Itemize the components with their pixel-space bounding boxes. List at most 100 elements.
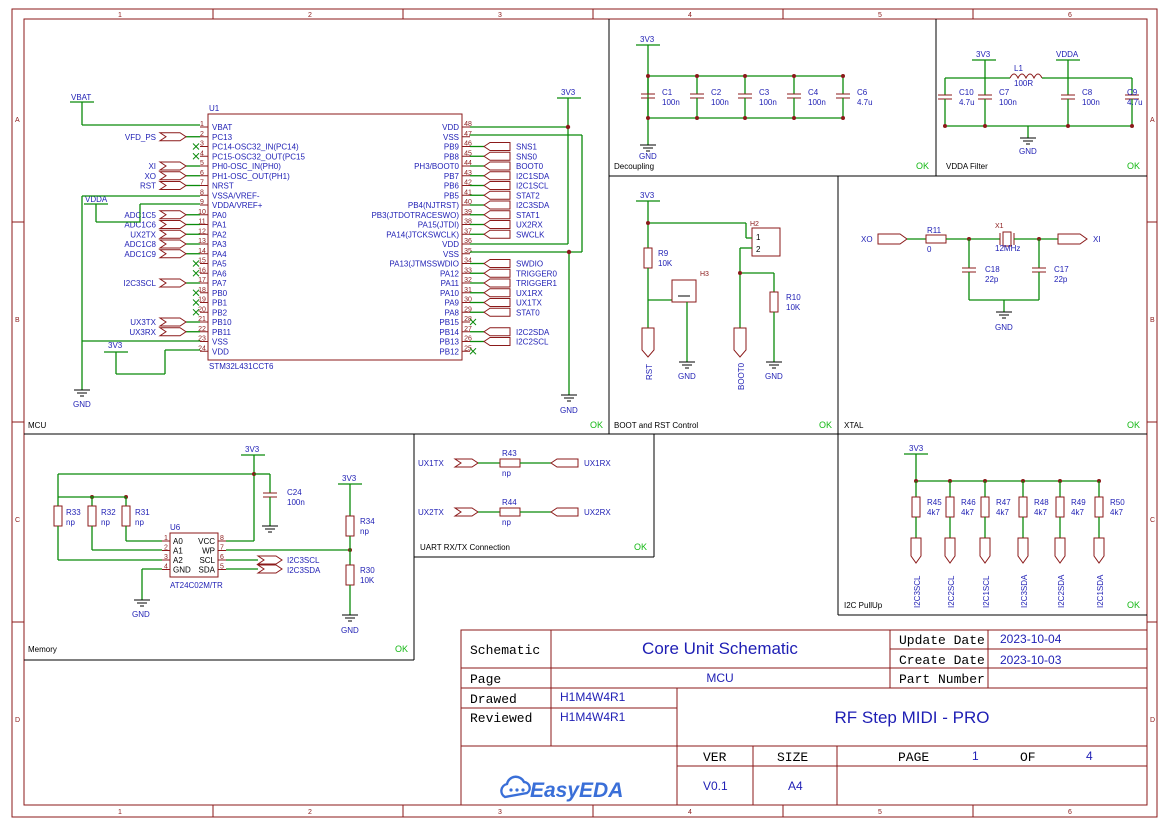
net-port-xo[interactable] xyxy=(158,171,187,181)
net-port-stat2[interactable] xyxy=(483,190,511,200)
tb-schematic-label: Schematic xyxy=(470,643,540,658)
net-port-boot0[interactable] xyxy=(483,161,511,171)
net-port-sns0[interactable] xyxy=(483,151,511,161)
resistor-r32[interactable] xyxy=(87,505,97,527)
mcu-pin-name-pb11: PB11 xyxy=(212,328,232,337)
net-port-i2c1sda[interactable] xyxy=(483,171,511,181)
i2c-port-i2c1sda[interactable] xyxy=(1093,537,1105,564)
cap-ref: C4 xyxy=(808,88,819,97)
mcu-pin-num: 31 xyxy=(464,287,472,294)
xi-port[interactable] xyxy=(1057,233,1088,245)
resistor-r30[interactable] xyxy=(345,564,355,586)
mcu-pin-name-pa12: PA12 xyxy=(440,269,460,278)
net-port-sns1[interactable] xyxy=(483,142,511,151)
mcu-pin-name-vss: VSS xyxy=(443,250,459,259)
resistor-r44[interactable] xyxy=(499,507,521,517)
uart-port-ux2tx[interactable] xyxy=(453,507,479,517)
mcu-pin-name-ph3-boot0: PH3/BOOT0 xyxy=(414,162,459,171)
mcu-pin-num: 41 xyxy=(464,189,472,196)
crystal-x1[interactable] xyxy=(1002,231,1012,247)
eeprom-u6[interactable] xyxy=(169,532,219,578)
resistor-r45[interactable] xyxy=(911,496,921,518)
net-port-adc1c6[interactable] xyxy=(158,220,187,229)
resistor-r49[interactable] xyxy=(1055,496,1065,518)
xo-port[interactable] xyxy=(877,233,908,245)
i2c-port-i2c1scl[interactable] xyxy=(979,537,991,564)
resistor-r43[interactable] xyxy=(499,458,521,468)
mcu-pin-name-pb6: PB6 xyxy=(444,182,460,191)
mcu-chip-body[interactable] xyxy=(207,113,463,361)
net-port-adc1c8[interactable] xyxy=(158,239,187,249)
mcu-pin-name-pc14-osc32-in-pc14-: PC14-OSC32_IN(PC14) xyxy=(212,143,299,152)
mcu-pin-num: 43 xyxy=(464,170,472,177)
i2c-port-i2c2scl[interactable] xyxy=(944,537,956,564)
uart-port-ux1rx[interactable] xyxy=(550,458,579,468)
net-port-rst[interactable] xyxy=(158,181,187,190)
uart-res-val: np xyxy=(502,469,511,478)
net-port-i2c1scl[interactable] xyxy=(483,181,511,190)
i2c-net-i2c1sda: I2C1SDA xyxy=(1096,574,1105,608)
net-port-trigger1[interactable] xyxy=(483,278,511,288)
mcu-pin-num: 46 xyxy=(464,141,472,148)
net-port-adc1c5[interactable] xyxy=(158,210,187,220)
resistor-r33[interactable] xyxy=(53,505,63,527)
i2c-port-i2c3scl[interactable] xyxy=(910,537,922,564)
i2c3scl-port-memory[interactable] xyxy=(256,555,283,565)
net-port-i2c3sda[interactable] xyxy=(483,200,511,210)
x1-ref: X1 xyxy=(995,223,1004,230)
uart-port-ux1tx[interactable] xyxy=(453,458,479,468)
net-port-ux3tx[interactable] xyxy=(158,317,187,327)
i2c-port-i2c3sda[interactable] xyxy=(1017,537,1029,564)
resistor-r31[interactable] xyxy=(121,505,131,527)
section-ok-boot: OK xyxy=(819,420,832,430)
net-port-i2c2scl[interactable] xyxy=(483,337,511,346)
boot0-port[interactable] xyxy=(733,327,747,358)
net-port-stat0[interactable] xyxy=(483,307,511,317)
net-port-ux3rx[interactable] xyxy=(158,327,187,337)
net-port-swdio[interactable] xyxy=(483,259,511,268)
i2c-port-i2c2sda[interactable] xyxy=(1054,537,1066,564)
net-port-stat1[interactable] xyxy=(483,210,511,220)
net-port-ux1tx[interactable] xyxy=(483,298,511,307)
uart-port-ux2rx[interactable] xyxy=(550,507,579,517)
net-port-adc1c9[interactable] xyxy=(158,249,187,259)
section-name-uart: UART RX/TX Connection xyxy=(420,543,510,552)
xtal-block: XO R11 0 X1 12MHz XI C18 22p C17 22p xyxy=(861,223,1101,332)
rst-port[interactable] xyxy=(641,327,655,358)
resistor-r10[interactable] xyxy=(769,291,779,313)
inductor-l1[interactable] xyxy=(1009,73,1043,80)
net-port-trigger0[interactable] xyxy=(483,268,511,278)
i2c-3v3-label: 3V3 xyxy=(909,444,924,453)
resistor-r50[interactable] xyxy=(1094,496,1104,518)
net-label-ux3rx: UX3RX xyxy=(129,328,156,337)
boot-3v3-label: 3V3 xyxy=(640,191,655,200)
resistor-r34[interactable] xyxy=(345,515,355,537)
net-port-i2c3scl[interactable] xyxy=(158,278,187,288)
i2c3sda-port-memory[interactable] xyxy=(256,564,283,574)
mcu-part: STM32L431CCT6 xyxy=(209,362,274,371)
section-ok-vdda: OK xyxy=(1127,161,1140,171)
resistor-r48[interactable] xyxy=(1018,496,1028,518)
net-port-i2c2sda[interactable] xyxy=(483,327,511,337)
uart-res-val: np xyxy=(502,518,511,527)
resistor-r11[interactable] xyxy=(925,234,947,244)
resistor-r47[interactable] xyxy=(980,496,990,518)
cap-ref: C6 xyxy=(857,88,868,97)
net-port-ux2tx[interactable] xyxy=(158,229,187,239)
net-port-ux1rx[interactable] xyxy=(483,288,511,298)
net-port-xi[interactable] xyxy=(158,161,187,171)
net-port-ux2rx[interactable] xyxy=(483,220,511,229)
jumper-h2[interactable] xyxy=(751,227,781,257)
net-port-vfd_ps[interactable] xyxy=(158,132,187,142)
jumper-h3[interactable] xyxy=(671,279,697,303)
i2c-res-ref: R48 xyxy=(1034,498,1049,507)
net-port-swclk[interactable] xyxy=(483,229,511,239)
net-label-ux1rx: UX1RX xyxy=(516,289,543,298)
resistor-r9[interactable] xyxy=(643,247,653,269)
mcu-pin-num: 36 xyxy=(464,238,472,245)
cap-ref: C9 xyxy=(1127,88,1138,97)
net-label-swclk: SWCLK xyxy=(516,230,545,239)
mcu-pin-name-pb13: PB13 xyxy=(439,338,459,347)
frame-col-label-top: 4 xyxy=(688,12,692,19)
resistor-r46[interactable] xyxy=(945,496,955,518)
